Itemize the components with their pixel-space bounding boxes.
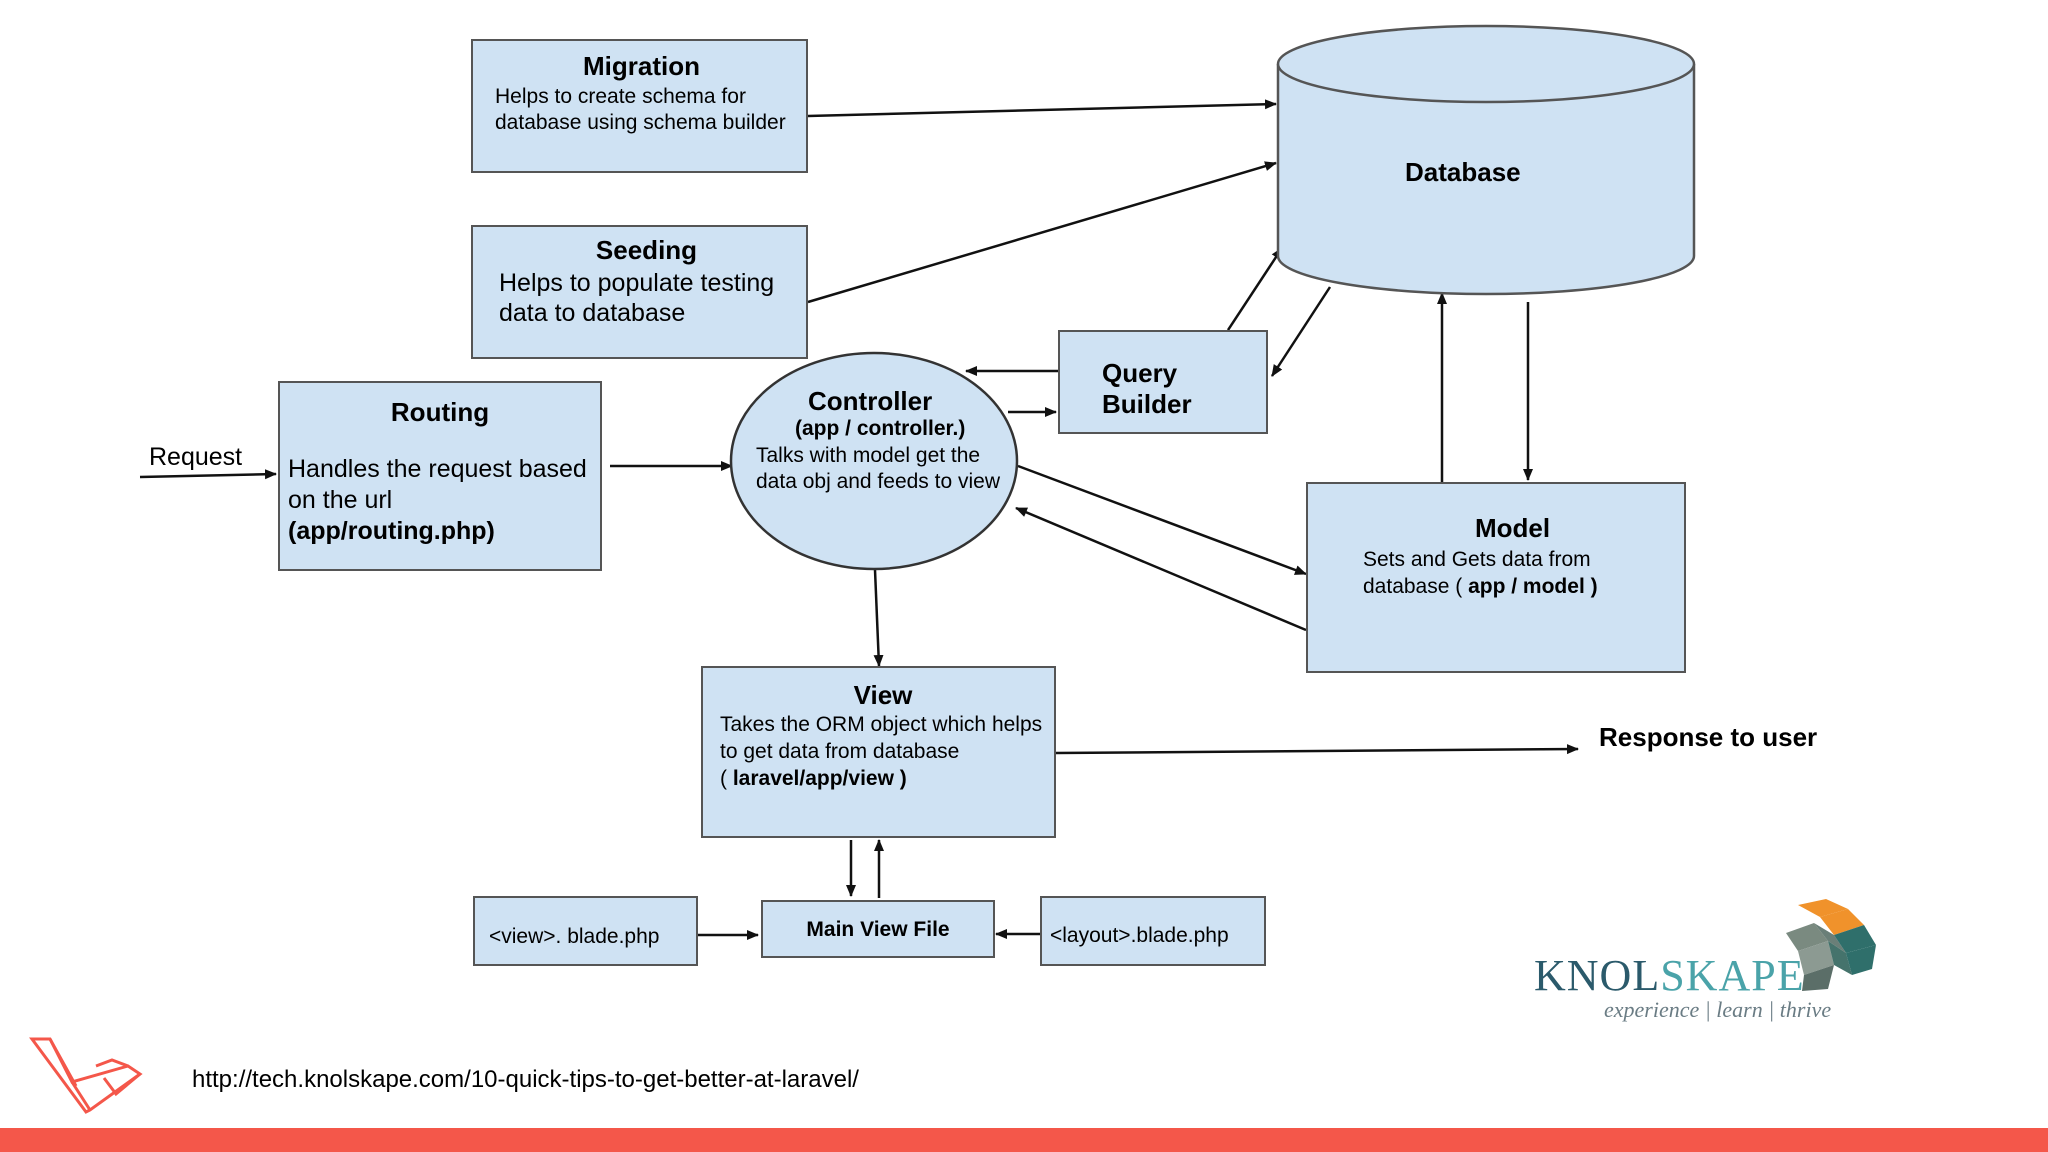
laravel-logo-icon — [29, 1037, 143, 1114]
view-desc: Takes the ORM object which helps to get … — [720, 713, 1043, 763]
view-blade-label: <view>. blade.php — [489, 925, 660, 948]
knolskape-logo: KNOLSKAPE experience | learn | thrive — [1530, 895, 1880, 1035]
knolskape-wordmark: KNOLSKAPE — [1534, 950, 1805, 1001]
controller-title: Controller — [808, 386, 933, 416]
knolskape-tagline: experience | learn | thrive — [1604, 997, 1832, 1022]
view-path: laravel/app/view ) — [732, 767, 907, 790]
migration-box: Migration Helps to create schema for dat… — [471, 39, 808, 173]
view-path-block: ( laravel/app/view ) — [720, 765, 1046, 792]
seeding-box: Seeding Helps to populate testing data t… — [471, 225, 808, 359]
arrow-database-to-querybuilder — [1270, 286, 1332, 377]
database-cylinder — [1276, 24, 1696, 296]
seeding-desc: Helps to populate testing data to databa… — [499, 269, 775, 327]
knolskape-tiles-icon — [1786, 899, 1876, 991]
arrow-seeding-to-database — [807, 161, 1277, 304]
arrow-view-to-response — [1055, 744, 1579, 755]
routing-box: Routing Handles the request based on the… — [278, 381, 602, 571]
seeding-title: Seeding — [595, 235, 698, 265]
view-path-open: ( — [720, 767, 733, 790]
controller-desc: Talks with model get the data obj and fe… — [756, 444, 1001, 493]
query-builder-line2: Builder — [1102, 389, 1192, 419]
model-path: app / model ) — [1468, 575, 1598, 598]
view-box: View Takes the ORM object which helps to… — [701, 666, 1056, 838]
arrow-request-to-routing — [139, 469, 277, 480]
footer-bar — [0, 1128, 2048, 1152]
main-view-file-box: Main View File — [761, 900, 995, 958]
database-label: Database — [1405, 157, 1521, 187]
query-builder-box: Query Builder — [1058, 330, 1268, 434]
controller-path: (app / controller.) — [795, 417, 966, 440]
layout-blade-label: <layout>.blade.php — [1050, 924, 1229, 947]
request-label: Request — [149, 443, 243, 471]
routing-path: (app/routing.php) — [288, 517, 495, 545]
knolskape-word-part1: KNOL — [1534, 951, 1661, 1000]
model-desc-block: Sets and Gets data from database ( app /… — [1363, 546, 1674, 600]
view-blade-box: <view>. blade.php — [473, 896, 698, 966]
model-desc: Sets and Gets data from database ( — [1363, 548, 1591, 598]
arrow-model-to-controller — [1015, 506, 1307, 632]
layout-blade-box: <layout>.blade.php — [1040, 896, 1266, 966]
query-builder-line1: Query — [1102, 358, 1178, 388]
main-view-file-label: Main View File — [806, 918, 950, 941]
migration-desc: Helps to create schema for database usin… — [495, 85, 786, 134]
routing-title: Routing — [390, 397, 490, 427]
model-title: Model — [1475, 513, 1551, 543]
view-title: View — [853, 680, 913, 710]
arrow-querybuilder-to-database — [1226, 247, 1284, 331]
arrow-controller-to-view — [873, 569, 884, 667]
migration-title: Migration — [583, 51, 700, 81]
response-label: Response to user — [1599, 722, 1818, 752]
model-box: Model Sets and Gets data from database (… — [1306, 482, 1686, 673]
controller-ellipse — [729, 351, 1019, 571]
knolskape-word-part2: SKAPE — [1660, 951, 1805, 1000]
routing-desc: Handles the request based on the url — [288, 455, 587, 514]
arrow-controller-to-model — [1017, 464, 1307, 576]
arrow-migration-to-database — [807, 99, 1277, 118]
source-url[interactable]: http://tech.knolskape.com/10-quick-tips-… — [192, 1066, 859, 1093]
